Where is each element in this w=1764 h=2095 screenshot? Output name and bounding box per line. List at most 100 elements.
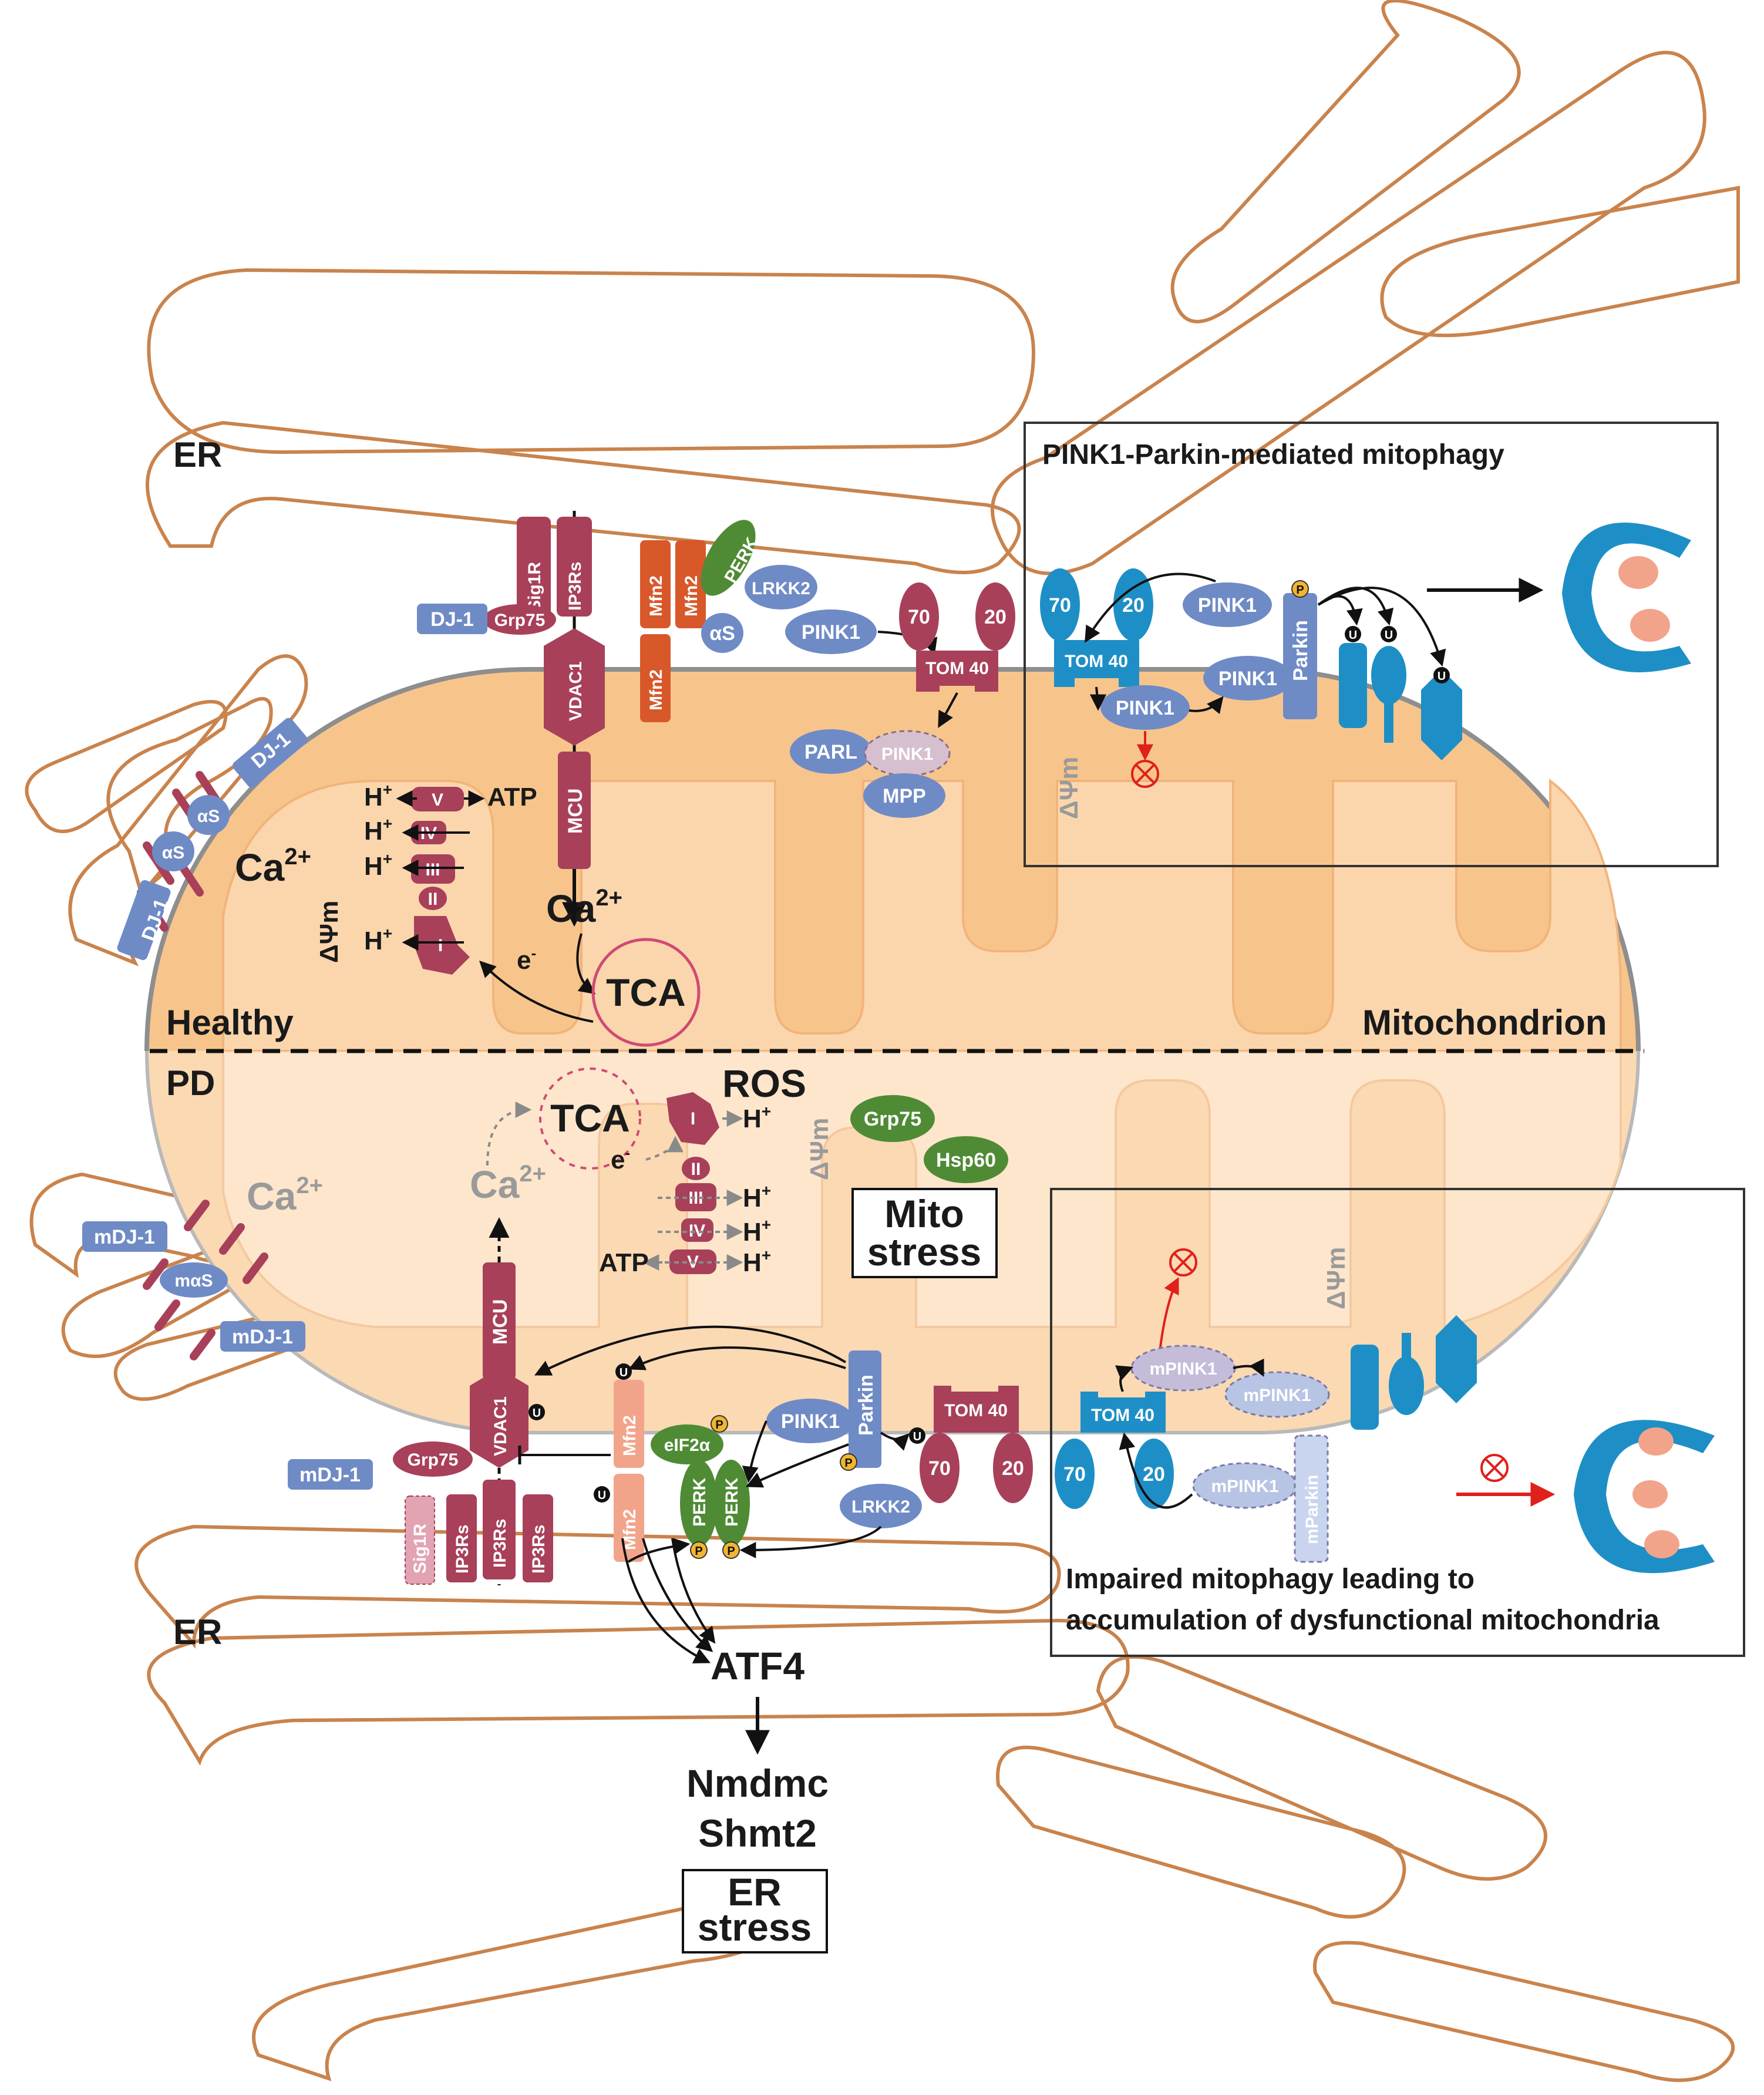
inset-ub-1 xyxy=(1345,626,1361,642)
pd-tom-ub xyxy=(909,1427,925,1444)
inset-ub-3-label: U xyxy=(1438,670,1446,683)
inset-autophagosome xyxy=(1562,523,1691,672)
inset-tom20-label: 20 xyxy=(1122,594,1144,617)
er-stress-line2: stress xyxy=(698,1905,812,1949)
e-minus-label-healthy: e- xyxy=(517,944,536,975)
tca-label-pd: TCA xyxy=(550,1096,630,1140)
ca-to-tca-arrow xyxy=(576,933,596,995)
dj1-left-top xyxy=(233,718,308,788)
tca-label-healthy: TCA xyxy=(606,971,686,1014)
er-bottom-2 xyxy=(147,1618,1130,1766)
complex-v: V xyxy=(411,787,464,811)
mpp-label: MPP xyxy=(883,785,926,807)
pd-perk-1 xyxy=(680,1460,718,1547)
inset-substrate-1 xyxy=(1339,643,1367,728)
pd-sig1r-label: Sig1R xyxy=(410,1524,430,1574)
inset-substrate-3 xyxy=(1421,669,1462,760)
pd-grp75-label: Grp75 xyxy=(408,1450,459,1470)
inset-pink1-mid xyxy=(1100,685,1190,730)
pink1-ellipse-outer xyxy=(785,609,877,654)
er-top-right-tubule-2 xyxy=(1170,0,1521,324)
er-bottom-4 xyxy=(996,1746,1406,1919)
mfn2-label-lower: Mfn2 xyxy=(647,669,666,710)
inset-tom40 xyxy=(1054,640,1139,687)
pd-signaling-arrows xyxy=(534,1325,910,1755)
pd-complex-iv: IV xyxy=(681,1218,713,1242)
inset-pink1-mid-label: PINK1 xyxy=(1116,697,1174,719)
pd-vdac1 xyxy=(470,1368,528,1468)
pd-perk-phospho-1-label: P xyxy=(695,1545,702,1558)
inset-pink1-top xyxy=(1183,582,1272,627)
pd-perk-2-label: PERK xyxy=(722,1477,742,1527)
pd-lrrk2-label: LRKK2 xyxy=(851,1497,910,1517)
vdac1-hexagon xyxy=(544,628,605,746)
complex-ii: II xyxy=(419,887,447,910)
mcu-box xyxy=(558,752,591,869)
mfn2-label-upper: Mfn2 xyxy=(647,575,666,617)
inset-mito-fragment-2 xyxy=(1630,609,1670,642)
inset-pink1-top-label: PINK1 xyxy=(1198,594,1257,617)
svg-text:I: I xyxy=(691,1109,695,1129)
mdj1-left-bottom-label: mDJ-1 xyxy=(232,1326,293,1348)
ca-pd-mcu: Ca2+ xyxy=(470,1161,546,1206)
pd-perk-phospho-2-label: P xyxy=(727,1545,735,1558)
parl-ellipse xyxy=(790,729,872,774)
tom-to-parl-arrow xyxy=(938,692,958,728)
pd-tom40-label: TOM 40 xyxy=(944,1401,1008,1420)
mfn2-box-upper xyxy=(640,540,671,628)
pd-h-plus-1: H+ xyxy=(743,1102,771,1133)
er-top-label: ER xyxy=(173,435,222,474)
inset-pd-mpink1-bottom-label: mPINK1 xyxy=(1211,1477,1278,1496)
healthy-label: Healthy xyxy=(166,1003,294,1042)
pd-mfn2-upper-label: Mfn2 xyxy=(620,1415,639,1456)
pd-tom20-label: 20 xyxy=(1002,1457,1024,1480)
ca-healthy-mcu: Ca2+ xyxy=(546,885,622,930)
inset-pd-arrows xyxy=(1115,1358,1264,1509)
pd-grp75 xyxy=(393,1441,473,1477)
as-left-2-label: αS xyxy=(162,843,184,863)
dj1-left-bottom xyxy=(117,880,171,961)
pd-ip3rs-box-3 xyxy=(523,1494,553,1582)
inset-pd-mito-fragment-1 xyxy=(1638,1427,1674,1456)
inset-pd-mpink1-top-label: mPINK1 xyxy=(1149,1359,1217,1379)
lrrk2-ellipse xyxy=(745,565,817,609)
er-left-top xyxy=(106,697,273,896)
inset-pd-tom70-label: 70 xyxy=(1063,1463,1086,1486)
tom20-label: 20 xyxy=(984,606,1006,628)
inset-pd-mpink1-right xyxy=(1224,1371,1330,1418)
pd-complex-ii: II xyxy=(682,1157,710,1180)
ca-pd-left: Ca2+ xyxy=(247,1173,323,1218)
as-left-1 xyxy=(187,795,230,835)
mito-cristae-healthy xyxy=(222,778,1622,1051)
pd-mfn2-ub-upper-label: U xyxy=(620,1366,628,1379)
inset-ub-2 xyxy=(1381,626,1397,642)
inset-pd-mparkin-label: mParkin xyxy=(1302,1475,1322,1544)
parl-label: PARL xyxy=(804,741,857,763)
pd-complex-i: I xyxy=(666,1092,719,1145)
pd-tom70-label: 70 xyxy=(928,1457,951,1480)
mpp-ellipse xyxy=(863,773,945,818)
pd-left-contact: mDJ-1 mαS mDJ-1 xyxy=(82,1200,305,1360)
pd-mam-complex: MCU VDAC1 U IP3Rs IP3Rs IP3Rs Sig1R Grp7… xyxy=(288,1217,1033,1953)
pd-ip3rs-label-1: IP3Rs xyxy=(490,1519,510,1568)
pink1-label-outer: PINK1 xyxy=(802,621,860,644)
pd-mcu-box xyxy=(483,1262,516,1380)
svg-text:II: II xyxy=(691,1160,701,1179)
inset-substrate-2-stem xyxy=(1384,699,1393,743)
pd-mfn2-upper xyxy=(614,1380,644,1468)
inset-parkin-phospho-label: P xyxy=(1296,584,1304,597)
mito-stress-box xyxy=(851,1188,998,1278)
inset-pd-delta-psi: ΔΨm xyxy=(1322,1247,1351,1309)
inset-parkin xyxy=(1283,593,1317,719)
inset-tom40-label: TOM 40 xyxy=(1065,652,1128,671)
inset-pd-substrate-2-stem xyxy=(1402,1333,1411,1368)
delta-psi-healthy: ΔΨm xyxy=(315,901,344,963)
pd-ip3rs-box-1 xyxy=(483,1480,516,1579)
pd-lrrk2 xyxy=(840,1484,922,1528)
ros-label: ROS xyxy=(722,1062,806,1105)
ip3rs-box xyxy=(557,517,592,617)
mitochondrion-label: Mitochondrion xyxy=(1362,1003,1607,1042)
mdj1-left-bottom xyxy=(220,1321,305,1352)
atp-label-pd: ATP xyxy=(599,1248,649,1277)
mfn2-box-right xyxy=(675,540,706,628)
